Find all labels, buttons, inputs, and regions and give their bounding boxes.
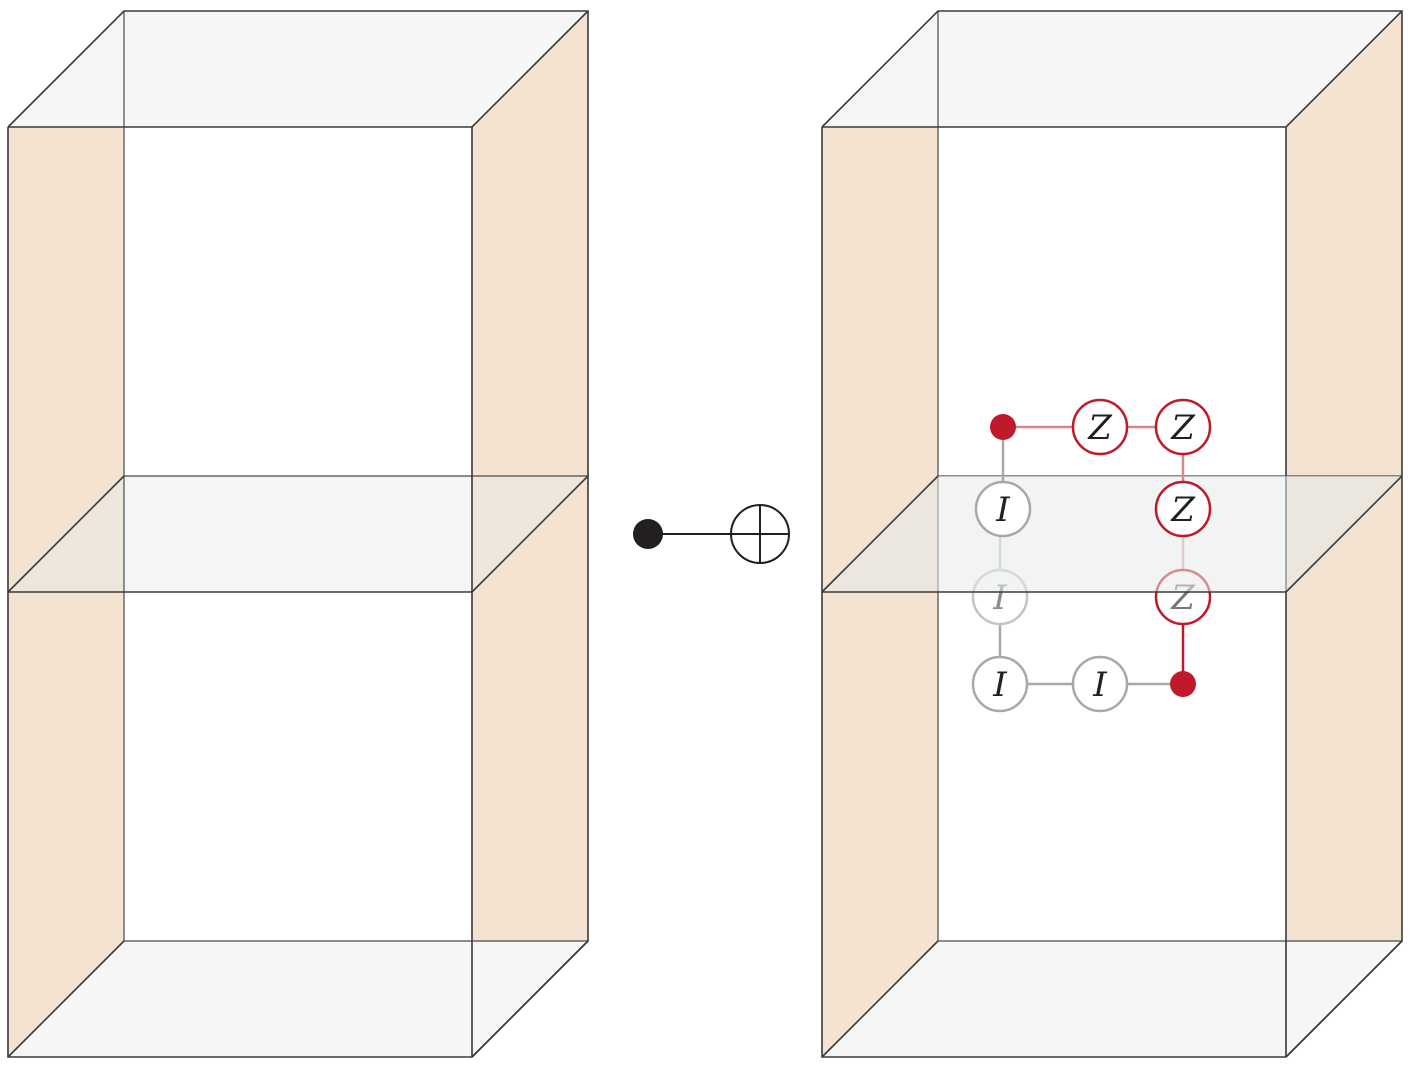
i-operator-label: I [992, 665, 1007, 705]
cnot-gate [633, 504, 790, 564]
target-circle-plus-icon [730, 504, 790, 564]
control-dot-icon [633, 519, 663, 549]
left-block-top-face [8, 11, 588, 127]
i-operator-label: I [995, 490, 1010, 530]
right-block-middle-plane [821, 475, 1403, 593]
z-operator-node: Z [1154, 480, 1212, 538]
z-operator-label: Z [1170, 490, 1196, 530]
i-operator-node: I [1071, 655, 1129, 713]
z-operator-label: Z [1087, 408, 1113, 448]
z-operator-label: Z [1170, 408, 1196, 448]
left-block-middle-plane [8, 476, 588, 592]
right-block-bottom-face [822, 941, 1402, 1057]
endpoint-dot-icon [990, 414, 1016, 440]
z-operator-node: Z [1154, 398, 1212, 456]
left-block-bottom-face [8, 941, 588, 1057]
left-block [7, 10, 589, 1058]
i-operator-label: I [1092, 665, 1107, 705]
endpoint-dot-icon [1170, 671, 1196, 697]
right-block-top-face [822, 11, 1402, 127]
operator-loop-upper: Z Z I Z [974, 398, 1212, 538]
i-operator-node: I [974, 480, 1032, 538]
i-operator-node: I [971, 655, 1029, 713]
z-operator-node: Z [1071, 398, 1129, 456]
